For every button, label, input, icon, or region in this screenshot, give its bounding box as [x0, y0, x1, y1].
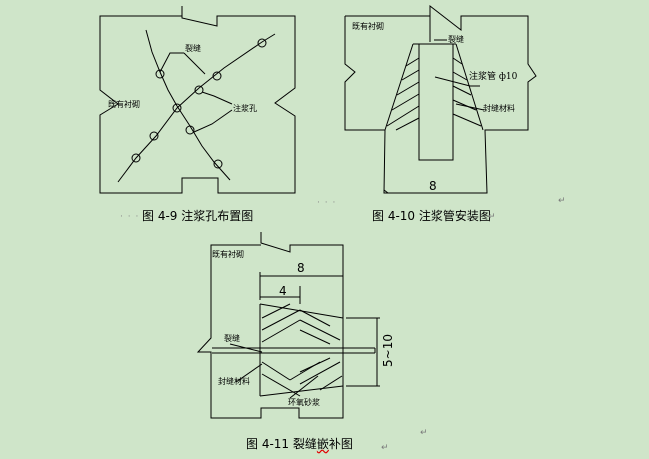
fig11-lining-label: 既有衬砌 — [212, 250, 244, 259]
grout-hole — [257, 38, 267, 48]
return-mark: ↵ — [420, 428, 428, 438]
return-mark: ↵ — [488, 212, 496, 222]
fig11-dimension-inner: 4 — [279, 284, 287, 298]
fig9-crack-a — [145, 29, 178, 107]
fig11-crack-label: 裂缝 — [224, 334, 240, 343]
fig10-caption: 图 4-10 注浆管安装图 — [372, 209, 491, 223]
fig11-dimension-outer: 8 — [297, 261, 305, 275]
fig9-crack-c — [117, 33, 276, 183]
fig10-outline — [344, 4, 537, 194]
fig10-pipe-label: 注浆管 ф10 — [469, 72, 518, 82]
fig9-grout-hole-label: 注浆孔 — [233, 104, 257, 113]
fig11-outline — [196, 232, 344, 419]
fig9-outline — [99, 6, 296, 194]
fig10-seal-outline-2 — [455, 43, 484, 131]
grout-hole — [212, 71, 222, 81]
fig9-leader-crack-2 — [183, 52, 206, 75]
fig11-patch-outline-2 — [259, 385, 344, 397]
return-mark: ↵ — [558, 196, 566, 206]
fig10-pipe — [418, 43, 454, 161]
grout-hole — [194, 85, 204, 95]
grout-hole — [149, 131, 159, 141]
fig9-leader-crack — [159, 52, 184, 73]
figure-4-9-drawing — [99, 6, 296, 194]
fig10-seal-outline — [384, 43, 414, 131]
fig9-caption: 图 4-9 注浆孔布置图 — [142, 209, 254, 223]
fig11-patch-label: 环氧砂浆 — [288, 398, 320, 407]
fig10-lining-label: 既有衬砌 — [352, 22, 384, 31]
fig11-caption-underlined: 嵌 — [316, 437, 329, 451]
grout-hole — [213, 159, 223, 169]
figure-4-11-drawing — [196, 232, 380, 419]
fig9-crack-label: 裂缝 — [185, 44, 201, 53]
fig9-leader-dots: · · · — [120, 212, 140, 222]
fig9-lining-label: 既有衬砌 — [108, 100, 140, 109]
fig9-leader-hole — [201, 91, 233, 105]
fig10-leader-dots: · · · — [317, 198, 337, 208]
grout-hole — [185, 125, 195, 135]
grout-hole — [131, 153, 141, 163]
figure-4-10-drawing — [344, 4, 537, 194]
fig10-seal-label: 封缝材料 — [483, 104, 515, 113]
fig11-caption-main: 图 4-11 裂缝 — [246, 437, 317, 451]
grout-hole — [172, 103, 182, 113]
fig11-seal-label: 封缝材料 — [218, 377, 250, 386]
fig9-leader-hole-2 — [193, 109, 233, 133]
fig10-dimension-width: 8 — [429, 179, 437, 193]
fig10-crack-label: 裂缝 — [448, 35, 464, 44]
fig11-caption: 图 4-11 裂缝嵌补图 — [246, 437, 353, 451]
fig11-caption-end: 补图 — [328, 437, 353, 451]
grout-hole — [155, 69, 165, 79]
return-mark: ↵ — [381, 443, 389, 453]
fig11-dimension-depth: 5~10 — [381, 334, 395, 367]
